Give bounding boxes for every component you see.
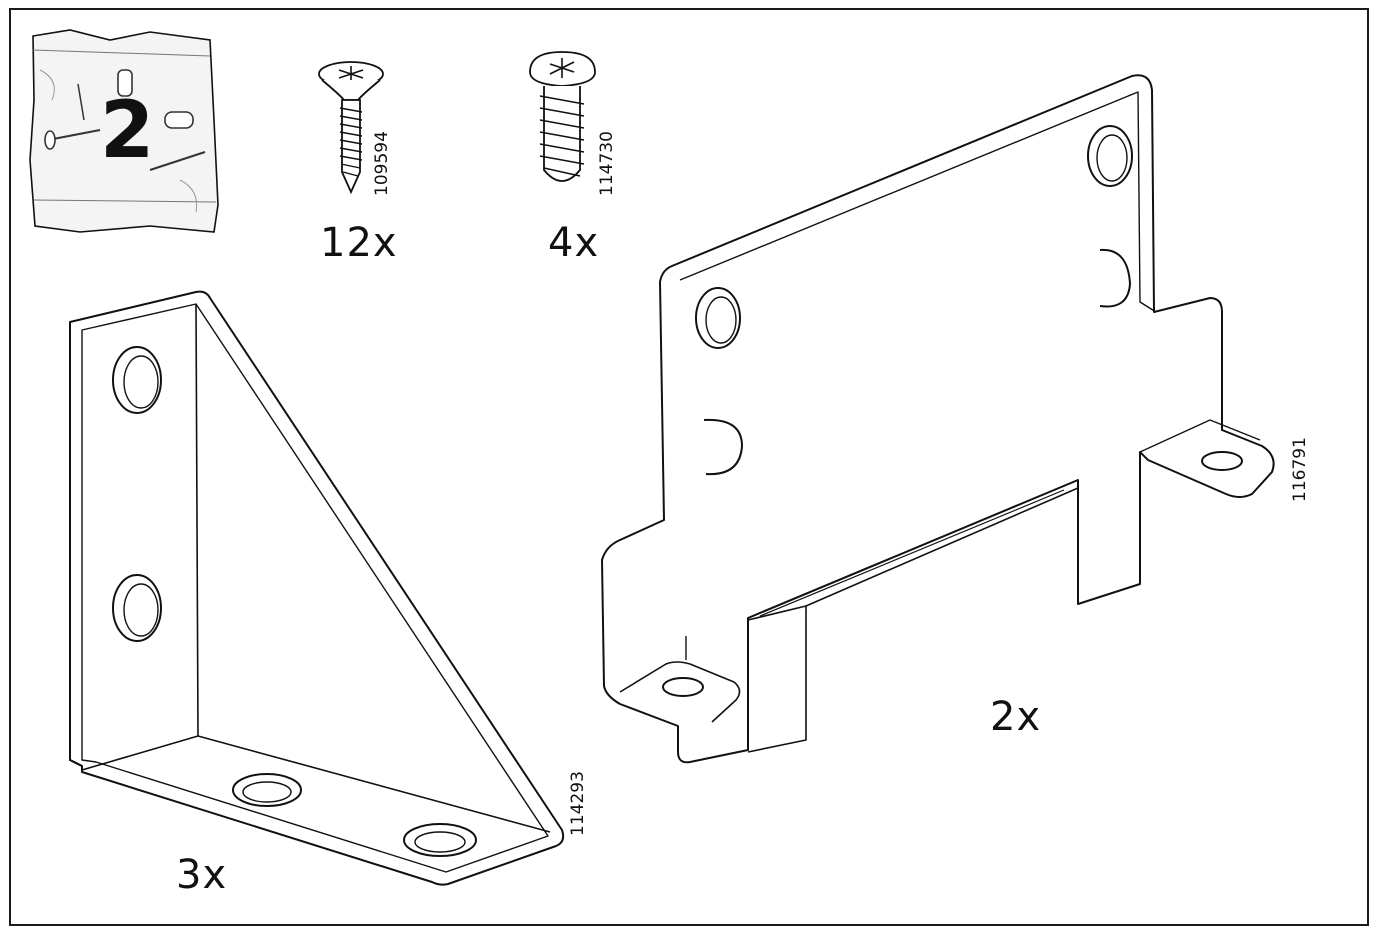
fittings-bag-icon — [30, 30, 218, 232]
corner-bracket-icon — [70, 292, 563, 885]
flat-head-screw-icon — [319, 62, 383, 192]
quantity-corner-bracket: 3x — [176, 852, 228, 898]
part-code-screw-round: 114730 — [597, 131, 617, 196]
part-code-mounting-plate: 116791 — [1290, 437, 1310, 502]
mounting-plate-icon — [602, 75, 1274, 762]
part-code-corner-bracket: 114293 — [568, 771, 588, 836]
part-code-screw-flat: 109594 — [372, 131, 392, 196]
quantity-screw-flat: 12x — [320, 220, 398, 266]
quantity-screw-round: 4x — [548, 220, 600, 266]
bag-number: 2 — [100, 86, 155, 176]
page-border — [9, 8, 1369, 926]
round-head-screw-icon — [530, 52, 595, 181]
quantity-mounting-plate: 2x — [990, 694, 1042, 740]
